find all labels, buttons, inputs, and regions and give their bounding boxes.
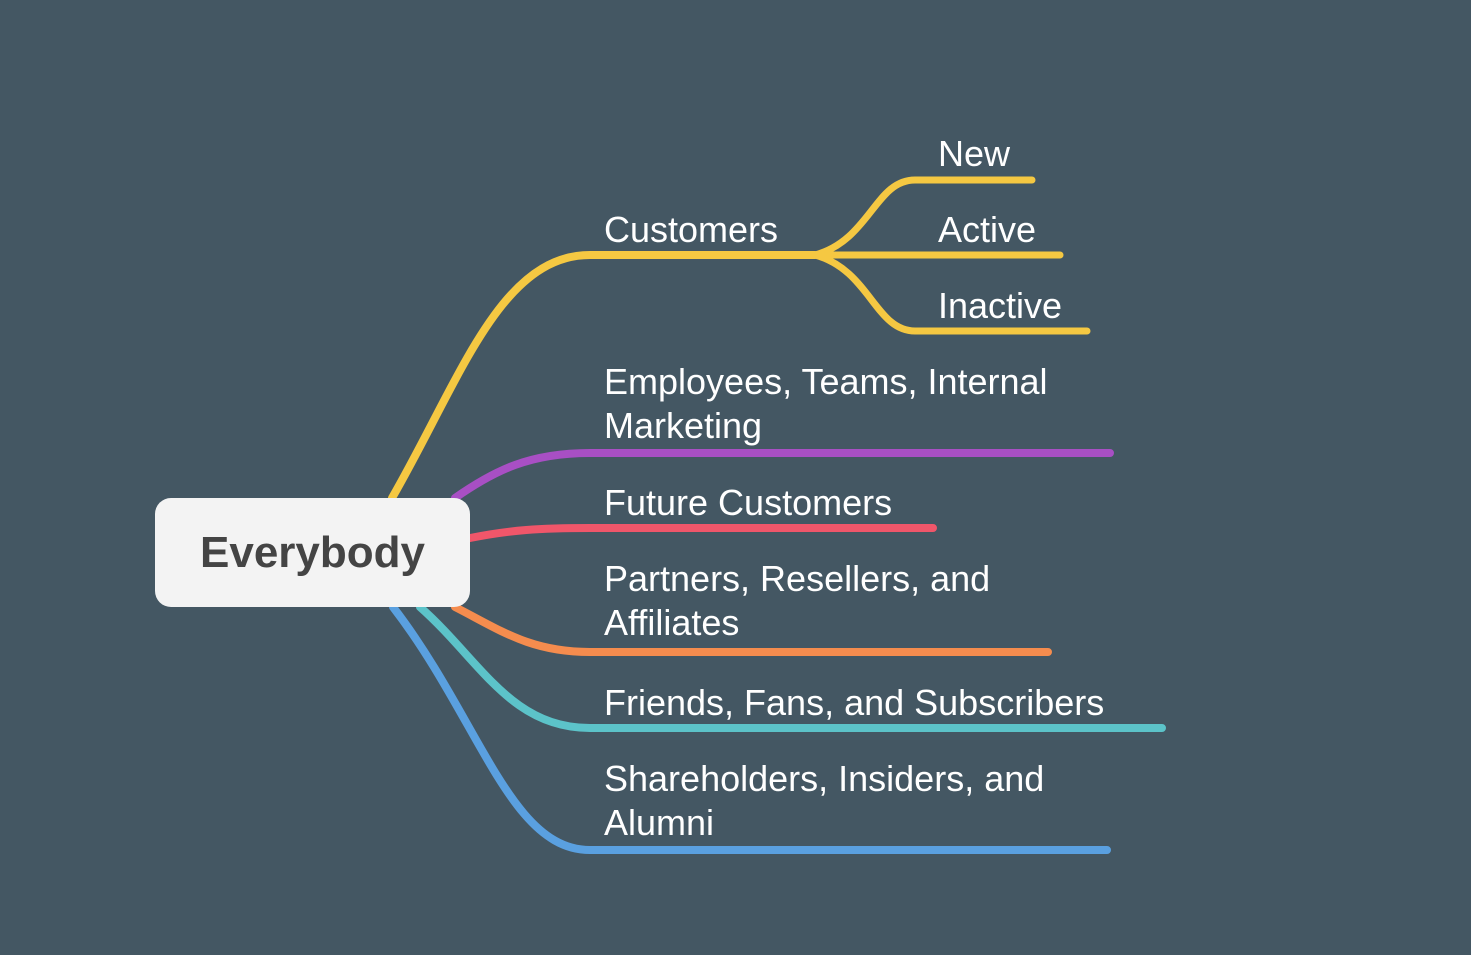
connector-shareholders	[389, 603, 1111, 854]
topic-future-customers-label: Future Customers	[604, 482, 893, 523]
topic-partners-line-2: Affiliates	[604, 602, 740, 643]
topic-future-customers[interactable]: Future Customers	[604, 481, 892, 525]
topic-customers[interactable]: Customers	[604, 208, 778, 252]
connector-friends	[416, 603, 1166, 732]
subtopic-inactive[interactable]: Inactive	[938, 284, 1062, 328]
connector-partners	[451, 603, 1052, 656]
subtopic-new[interactable]: New	[938, 132, 1010, 176]
topic-shareholders-line-1: Shareholders, Insiders, and	[604, 758, 1045, 799]
connector-employees	[451, 449, 1114, 502]
topic-friends[interactable]: Friends, Fans, and Subscribers	[604, 681, 1104, 725]
topic-shareholders-line-2: Alumni	[604, 802, 715, 843]
topic-shareholders[interactable]: Shareholders, Insiders, and Alumni	[604, 757, 1044, 845]
topic-employees-line-2: Marketing	[604, 405, 763, 446]
topic-partners[interactable]: Partners, Resellers, and Affiliates	[604, 557, 990, 645]
subtopic-active-label: Active	[938, 209, 1037, 250]
root-label: Everybody	[200, 527, 425, 577]
subtopic-inactive-label: Inactive	[938, 285, 1063, 326]
connector-inactive	[811, 251, 1091, 335]
subtopic-active[interactable]: Active	[938, 208, 1036, 252]
root-node[interactable]: Everybody	[155, 498, 470, 607]
connector-customers	[388, 251, 819, 502]
subtopic-new-label: New	[938, 133, 1011, 174]
topic-employees[interactable]: Employees, Teams, Internal Marketing	[604, 360, 1048, 448]
topic-friends-label: Friends, Fans, and Subscribers	[604, 682, 1105, 723]
connector-future-customers	[466, 524, 937, 542]
connector-new	[811, 176, 1036, 259]
topic-partners-line-1: Partners, Resellers, and	[604, 558, 991, 599]
topic-employees-line-1: Employees, Teams, Internal	[604, 361, 1048, 402]
topic-customers-label: Customers	[604, 209, 779, 250]
